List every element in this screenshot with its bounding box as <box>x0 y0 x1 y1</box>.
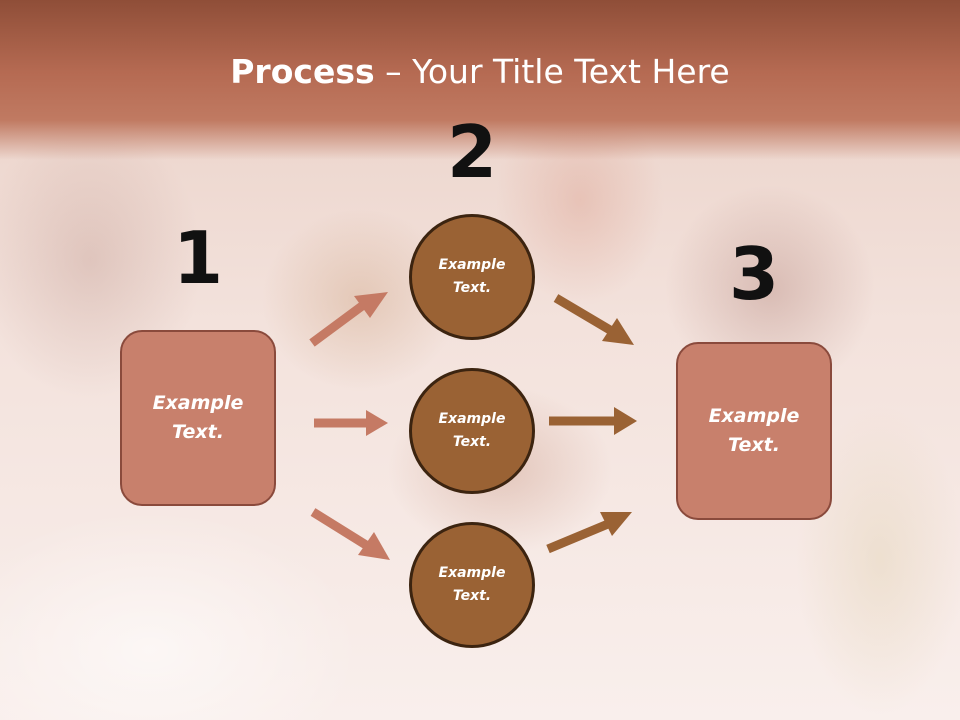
slide-title: Process – Your Title Text Here <box>0 52 960 91</box>
left-box-text: Example Text. <box>152 392 244 443</box>
left-box[interactable]: Example Text. <box>120 330 276 506</box>
title-bold: Process <box>230 52 375 91</box>
circle-bottom-text: Example Text. <box>438 565 506 604</box>
arrow-left-down <box>310 508 390 560</box>
title-rest: – Your Title Text Here <box>374 52 730 91</box>
arrow-right-down <box>553 294 634 345</box>
circle-middle[interactable]: Example Text. <box>409 368 535 494</box>
step-number-2: 2 <box>446 110 498 194</box>
circle-top[interactable]: Example Text. <box>409 214 535 340</box>
circle-top-text: Example Text. <box>438 257 506 296</box>
arrow-right-up <box>546 512 632 554</box>
circle-bottom[interactable]: Example Text. <box>409 522 535 648</box>
header-band <box>0 0 960 160</box>
arrow-right-middle <box>549 407 637 435</box>
arrow-left-middle <box>314 410 388 436</box>
right-box-text: Example Text. <box>708 405 800 456</box>
arrow-left-up <box>309 292 388 347</box>
right-box[interactable]: Example Text. <box>676 342 832 520</box>
circle-middle-text: Example Text. <box>438 411 506 450</box>
step-number-3: 3 <box>728 232 780 316</box>
step-number-1: 1 <box>172 216 224 300</box>
